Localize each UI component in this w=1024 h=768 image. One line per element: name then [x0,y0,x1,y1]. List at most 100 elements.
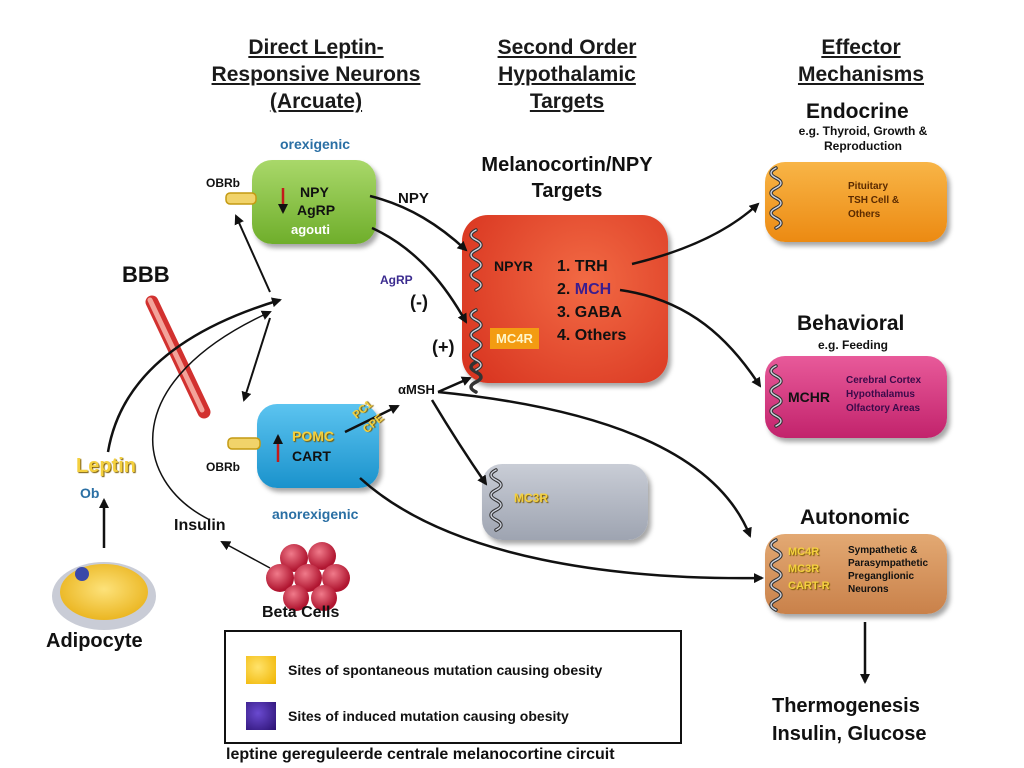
cart-to-autonomic-arrow [359,477,764,584]
legend-spontaneous-text: Sites of spontaneous mutation causing ob… [288,662,603,678]
ob-label: Ob [80,485,100,501]
amsh-to-autonomic-arrow [437,390,752,538]
behavioral-box [765,356,947,438]
box-line: Sympathetic & [848,545,918,556]
receptor-line: MC4R [788,546,820,558]
mch-item: 2. MCH [557,281,611,299]
header-line: Effector [821,36,901,59]
autonomic-box-text: Sympathetic & Parasympathetic Preganglio… [848,544,928,596]
pomc-label: POMC [292,428,334,444]
minus-label: (-) [410,292,428,312]
header-line: Second Order [497,36,637,59]
agouti-label: agouti [291,222,330,237]
behavioral-title: Behavioral [797,312,905,335]
header-line: Direct Leptin- [248,36,384,59]
amsh-to-mc3r-arrow [430,399,488,486]
mc4r-lower-coil [469,360,483,394]
header-direct-leptin: Direct Leptin- Responsive Neurons (Arcua… [186,34,446,115]
title-line: Targets [531,180,603,202]
hub-to-pomc-arrow [241,317,271,402]
melanocortin-title: Melanocortin/NPY Targets [462,152,672,204]
legend-box: Sites of spontaneous mutation causing ob… [224,630,682,744]
leptin-to-brain-arrow [106,297,282,453]
insulin-label: Insulin [174,517,226,534]
pomc-to-amsh-arrow [344,404,400,434]
obrb-bottom-label: OBRb [206,460,240,474]
npyr-label: NPYR [494,258,533,274]
orexigenic-neuron-box [252,160,376,244]
endocrine-box-text: Pituitary TSH Cell & Others [848,180,899,222]
header-line: Mechanisms [797,63,925,86]
mc3r-box [482,464,648,540]
npy-to-npyr-arrow [369,194,468,252]
gaba-item: 3. GABA [557,304,622,321]
behavioral-sub: e.g. Feeding [818,338,889,352]
beta-cells-label: Beta Cells [262,604,340,621]
adipocyte-label: Adipocyte [46,630,143,652]
mch-to-behavioral-arrow [619,288,762,388]
obrb-top-label: OBRb [206,176,240,190]
title-line: Melanocortin/NPY [481,154,653,176]
mch-item-name: MCH [574,281,612,298]
others-item: 4. Others [557,327,627,344]
header-second-order: Second Order Hypothalamic Targets [462,34,672,115]
sub-line: Reproduction [824,139,902,153]
outcome-line: Insulin, Glucose [772,723,927,745]
box-line: Parasympathetic [848,558,929,569]
anorexigenic-label: anorexigenic [272,506,359,522]
autonomic-title: Autonomic [800,506,910,529]
mch-item-number: 2. [557,281,575,298]
induced-swatch [246,702,276,730]
beta-cells-cluster [266,542,350,611]
obrb-receptor-top [225,192,257,205]
header-line: Responsive Neurons [211,63,421,86]
header-line: Targets [529,90,605,113]
mchr-label: MCHR [788,389,830,405]
adipocyte-cell [52,562,156,630]
receptor-line: MC3R [788,563,820,575]
melanocortin-target-box [462,215,668,383]
obrb-receptor-bottom [227,437,261,450]
box-line: Preganglionic [848,571,915,582]
cart-label: CART [292,448,331,464]
box-line: Others [848,209,881,220]
endocrine-title: Endocrine [806,100,909,123]
trh-item: 1. TRH [557,258,608,275]
box-line: Neurons [848,584,889,595]
bbb-label: BBB [122,262,170,287]
orexigenic-label: orexigenic [280,136,351,152]
sub-line: e.g. Thyroid, Growth & [798,124,928,138]
outcome-line: Thermogenesis [772,695,920,717]
receptor-line: CART-R [788,580,830,592]
box-line: Olfactory Areas [846,403,921,414]
insulin-to-brain-arrow [152,310,272,521]
beta-to-insulin-arrow [220,541,271,569]
behavioral-box-text: Cerebral Cortex Hypothalamus Olfactory A… [846,374,921,416]
agrp-arrow-label: AgRP [380,273,413,287]
npy-label: NPY [300,184,329,200]
leptin-label: Leptin [76,455,136,477]
endocrine-sub: e.g. Thyroid, Growth & Reproduction [778,124,948,154]
box-line: Cerebral Cortex [846,375,922,386]
endocrine-box [765,162,947,242]
autonomic-box [765,534,947,614]
amsh-to-mc4r-arrow [437,376,472,394]
header-line: (Arcuate) [269,90,363,113]
box-line: TSH Cell & [848,195,900,206]
bbb-barrier [145,295,211,419]
outcome-text: Thermogenesis Insulin, Glucose [772,692,926,748]
plus-label: (+) [432,337,455,357]
trh-to-endocrine-arrow [631,202,760,266]
header-line: Hypothalamic [498,63,636,86]
npy-arrow-label: NPY [398,190,429,207]
header-effector: Effector Mechanisms [776,34,946,88]
spontaneous-swatch [246,656,276,684]
autonomic-receptors: MC4R MC3R CART-R [788,544,830,595]
mc4r-label: MC4R [490,328,539,349]
figure-caption: leptine gereguleerde centrale melanocort… [226,746,615,763]
mc3r-label: MC3R [514,491,549,505]
amsh-label: αMSH [398,382,435,397]
legend-induced-text: Sites of induced mutation causing obesit… [288,708,569,724]
agrp-to-mc4r-arrow [371,226,468,324]
